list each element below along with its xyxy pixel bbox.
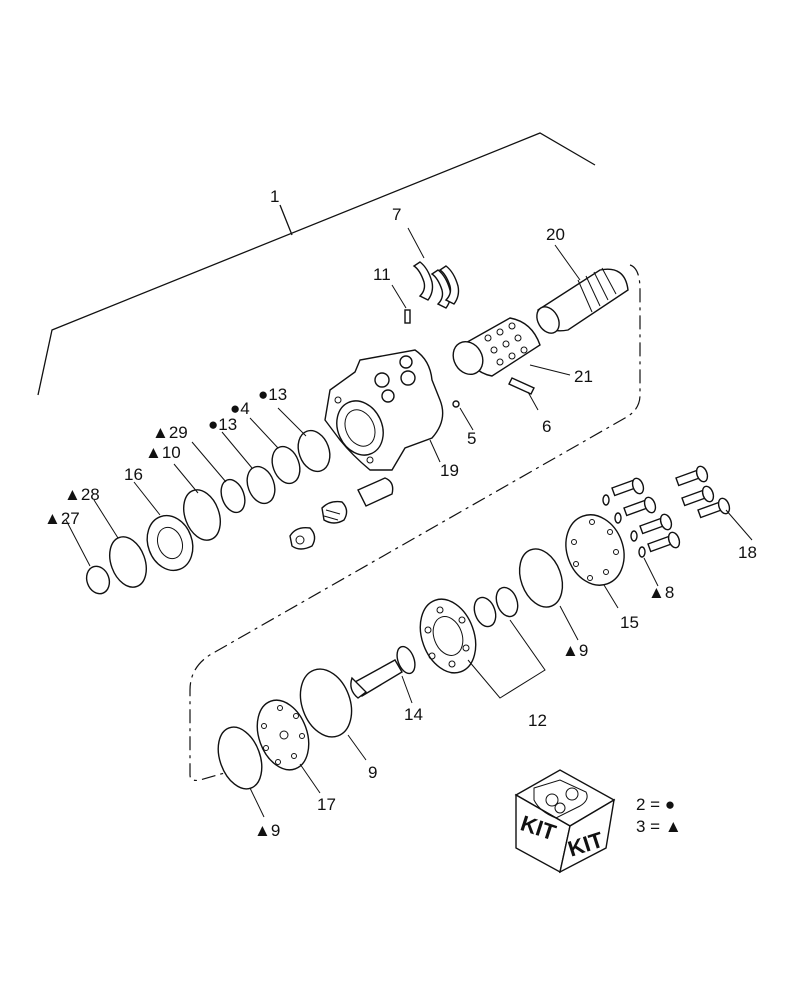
label-18: 18 <box>738 543 757 562</box>
label-9a: ▲9 <box>562 641 588 660</box>
legend-triangle: 3 = ▲ <box>636 817 682 836</box>
label-16: 16 <box>124 465 143 484</box>
label-4: ●4 <box>230 399 250 418</box>
cross-pin <box>508 377 535 395</box>
label-7: 7 <box>392 205 401 224</box>
label-10: ▲10 <box>145 443 181 462</box>
label-8: ▲8 <box>648 583 674 602</box>
label-19: 19 <box>440 461 459 480</box>
legend-circle: 2 = ● <box>636 795 675 814</box>
label-13b: ●13 <box>258 385 287 404</box>
label-1: 1 <box>270 187 279 206</box>
valve-housing <box>324 349 444 471</box>
relief-valve-parts <box>289 477 394 550</box>
check-ball <box>452 400 460 408</box>
label-13a: ●13 <box>208 415 237 434</box>
gear-set <box>419 598 477 674</box>
cardan-shaft <box>350 645 416 699</box>
label-12: 12 <box>528 711 547 730</box>
dowel-pin <box>404 309 411 324</box>
seal-rings <box>85 429 331 595</box>
label-9c: ▲9 <box>254 821 280 840</box>
kit-box-icon: KIT KIT <box>514 769 616 874</box>
leader-lines <box>65 227 753 818</box>
label-5: 5 <box>467 429 476 448</box>
label-14: 14 <box>404 705 423 724</box>
label-27: ▲27 <box>44 509 80 528</box>
o-rings-right <box>473 548 564 628</box>
label-9b: 9 <box>368 763 377 782</box>
label-11: 11 <box>373 265 391 284</box>
lower-seals <box>217 668 353 790</box>
label-29: ▲29 <box>152 423 188 442</box>
spool-sleeve <box>452 317 541 377</box>
bolts-and-washers <box>602 465 731 558</box>
label-21: 21 <box>574 367 593 386</box>
label-28: ▲28 <box>64 485 100 504</box>
assembly-bracket <box>37 132 596 396</box>
label-20: 20 <box>546 225 565 244</box>
centering-springs <box>412 261 460 309</box>
phantom-outline <box>189 264 641 782</box>
label-15: 15 <box>620 613 639 632</box>
label-6: 6 <box>542 417 551 436</box>
label-17: 17 <box>317 795 336 814</box>
end-cap <box>565 514 625 586</box>
drive-shaft <box>536 267 629 334</box>
